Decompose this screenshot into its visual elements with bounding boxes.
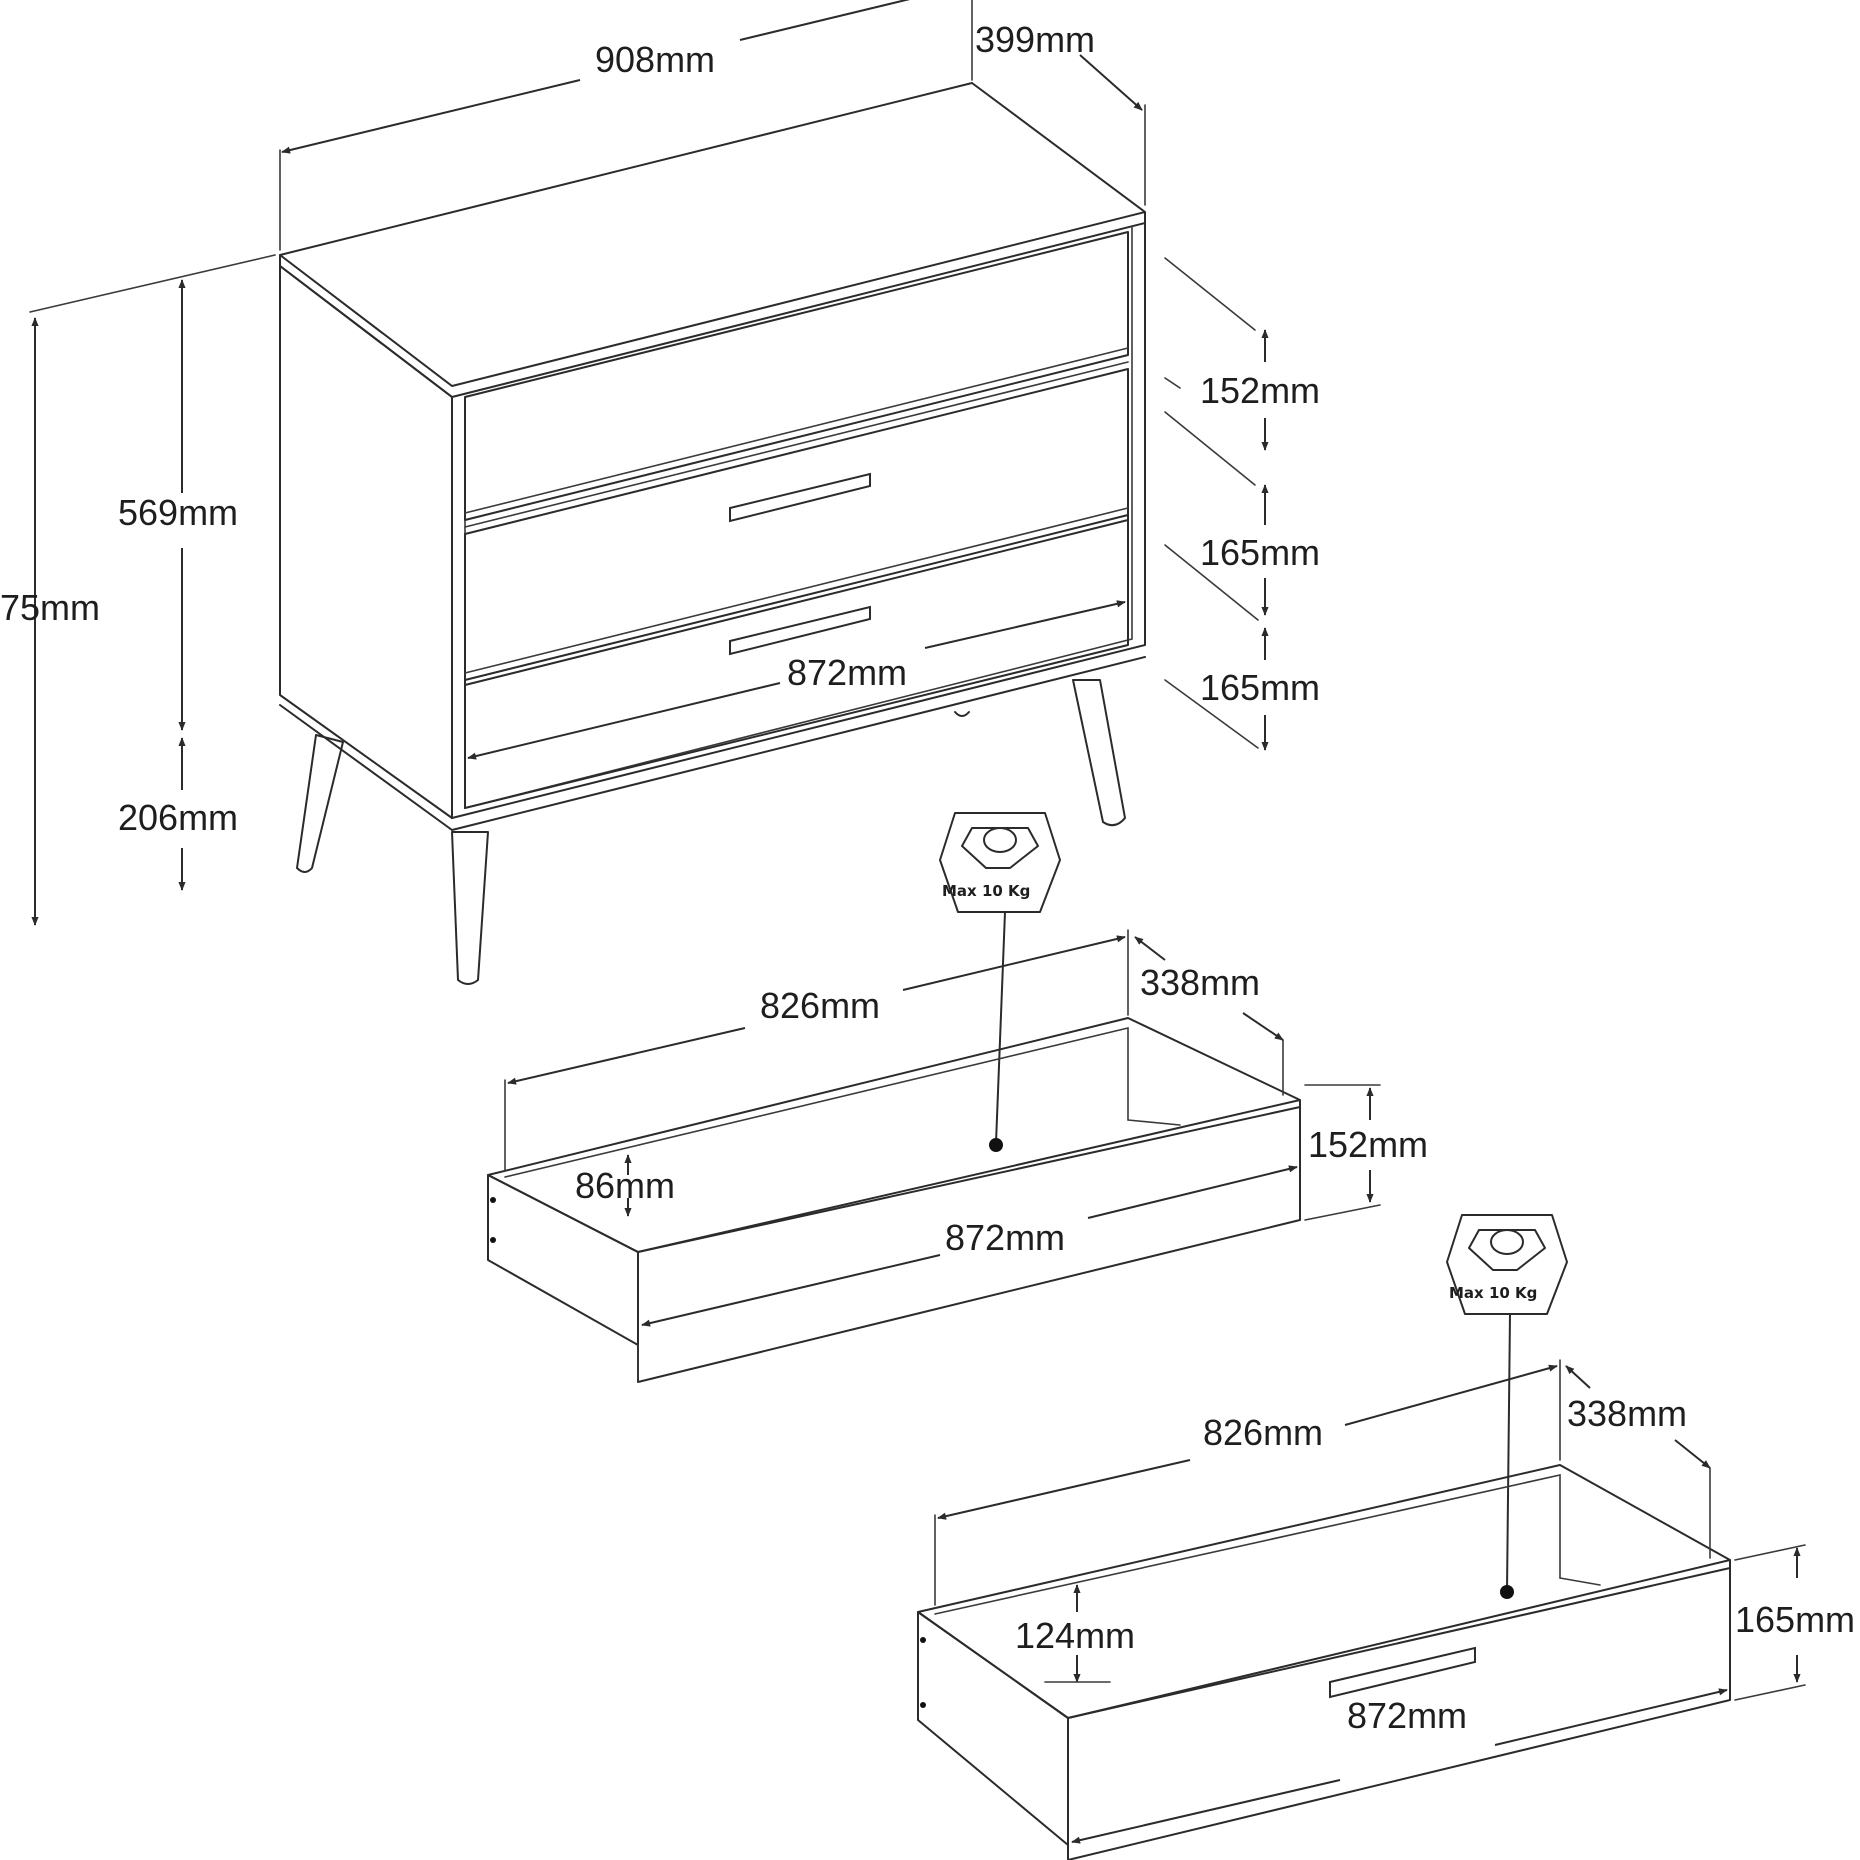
- drawer-top-weight-point: [989, 1138, 1003, 1152]
- cabinet-bottom-rail-front: [451, 656, 1146, 831]
- drawer-bottom-inner-back: [934, 1474, 1561, 1615]
- drawer-2-handle: [729, 472, 871, 523]
- drawer-top-labels: 826mm 338mm 152mm 86mm 872mm: [575, 962, 1428, 1258]
- cabinet-top: [279, 82, 1146, 387]
- drawer-bottom-front-height-label: 165mm: [1735, 1599, 1855, 1640]
- drawer-1-shadow: [464, 347, 1129, 514]
- drawer-top-inner-width-label: 826mm: [760, 985, 880, 1026]
- drawer-bottom-weight-tag: [1446, 1214, 1568, 1315]
- cabinet-side-panel: [279, 265, 453, 819]
- cabinet-leg-back-right: [954, 711, 970, 717]
- cabinet-leg-height-label: 206mm: [118, 797, 238, 838]
- drawer-top-weight-ring: [983, 827, 1017, 853]
- drawer-2-gap: [464, 361, 1129, 528]
- drawer-top-inner-height-label: 86mm: [575, 1165, 675, 1206]
- drawer-bottom-inner-height-label: 124mm: [1015, 1615, 1135, 1656]
- drawer-top-weight-tag: [939, 812, 1061, 913]
- drawer-3-gap: [464, 507, 1129, 674]
- drawer-bottom-weight-label: Max 10 Kg: [1449, 1284, 1537, 1302]
- drawer-top-front-width-label: 872mm: [945, 1217, 1065, 1258]
- drawer-top-rim: [487, 1017, 1301, 1253]
- drawer-1-front: [464, 231, 1129, 521]
- cabinet-labels: 908mm 399mm 75mm 569mm 206mm 152mm 165mm…: [0, 19, 1320, 838]
- drawer-bottom-weight-point: [1500, 1585, 1514, 1599]
- drawer-top-weight-tag-top: [961, 827, 1039, 869]
- cabinet-leg-front-right: [1072, 679, 1126, 827]
- cabinet-bottom-rail-side: [279, 704, 453, 831]
- drawer-3-height-label: 165mm: [1200, 667, 1320, 708]
- cabinet-body-height-label: 569mm: [118, 492, 238, 533]
- drawer-3-handle: [729, 605, 871, 656]
- cabinet-front-frame: [451, 222, 1146, 819]
- drawer-top-front-height-label: 152mm: [1308, 1124, 1428, 1165]
- cabinet-top-edge: [279, 211, 1146, 398]
- drawer-bottom-weight-tag-top: [1468, 1229, 1546, 1271]
- drawer-bottom-front: [1067, 1559, 1731, 1860]
- cabinet-width-label: 908mm: [595, 39, 715, 80]
- drawer-top-front: [637, 1099, 1301, 1383]
- cabinet-dimensions: [29, 0, 1269, 926]
- drawer-bottom-weight-ring: [1490, 1229, 1524, 1255]
- cabinet-leg-front-left: [451, 831, 489, 985]
- drawer-bottom-drawing: Max 10 Kg: [917, 1214, 1731, 1860]
- drawer-bottom-handle: [1329, 1646, 1476, 1699]
- drawer-3-front: [464, 514, 1129, 809]
- drawer-bottom-weight-string: [1506, 1313, 1511, 1591]
- drawer-bottom-dimensions: [934, 1359, 1806, 1844]
- drawer-top-inner-depth-label: 338mm: [1140, 962, 1260, 1003]
- cabinet-depth-label: 399mm: [975, 19, 1095, 60]
- drawer-bottom-inner-width-label: 826mm: [1203, 1412, 1323, 1453]
- drawer-top-inner-back: [504, 1026, 1129, 1178]
- drawer-top-drawing: Max 10 Kg: [487, 812, 1301, 1383]
- drawer-top-weight-label: Max 10 Kg: [942, 882, 1030, 900]
- drawer-1-height-label: 152mm: [1200, 370, 1320, 411]
- drawer-bottom-labels: 826mm 338mm 165mm 124mm 872mm: [1015, 1393, 1855, 1736]
- cabinet-drawing: [279, 82, 1146, 985]
- drawer-top-weight-string: [995, 911, 1006, 1144]
- drawer-bottom-inner-depth-label: 338mm: [1567, 1393, 1687, 1434]
- cabinet-total-height-label: 75mm: [0, 587, 100, 628]
- cabinet-leg-back-left: [296, 734, 344, 873]
- drawer-bottom-front-width-label: 872mm: [1347, 1695, 1467, 1736]
- drawer-bottom-inner-floor: [1559, 1577, 1601, 1586]
- drawer-2-height-label: 165mm: [1200, 532, 1320, 573]
- drawer-inner-width-label: 872mm: [787, 652, 907, 693]
- drawer-top-dimensions: [504, 929, 1381, 1327]
- drawer-top-inner-floor: [1127, 1119, 1181, 1126]
